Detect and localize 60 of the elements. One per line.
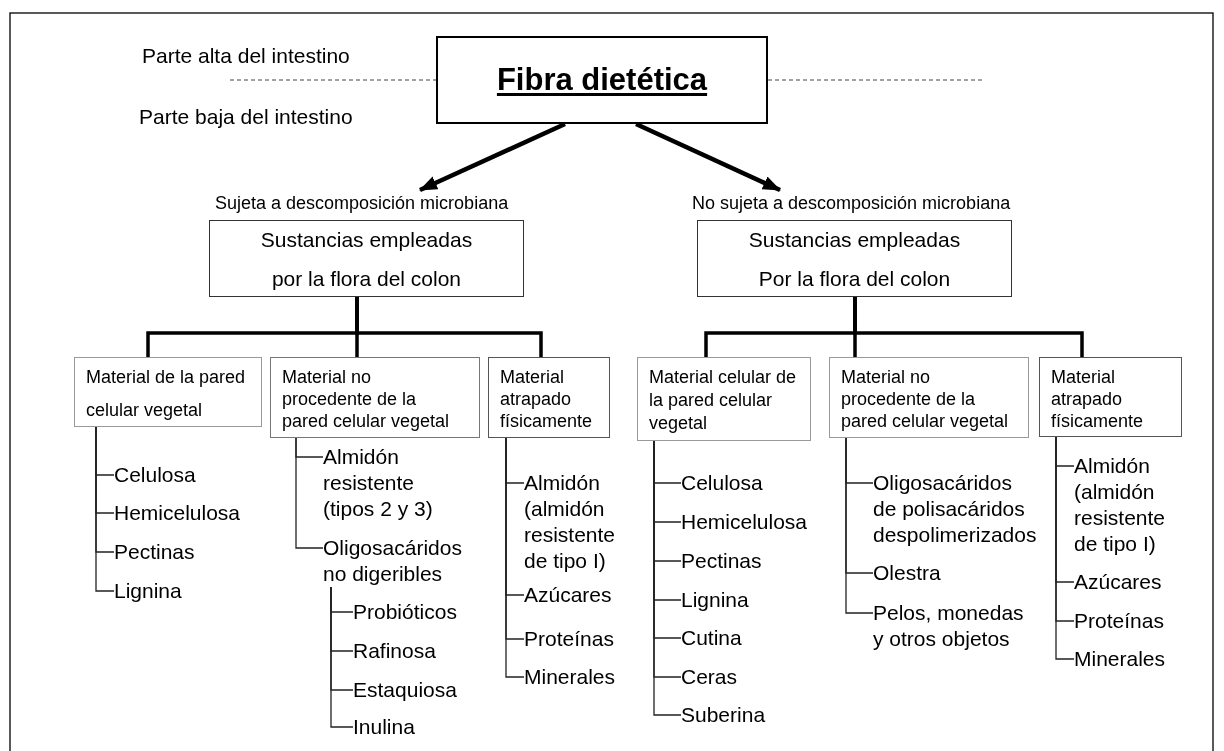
item-label: Probióticos: [353, 599, 457, 625]
item-label: Minerales: [524, 664, 616, 690]
box-text: Material celular de la pared celular vegetal: [649, 366, 798, 435]
branch-line: [505, 437, 525, 678]
item-label: Oligosacáridos de polisacáridos despolimerizados: [873, 470, 1038, 548]
branch-line: [845, 437, 874, 614]
item-label: Azúcares: [1074, 569, 1162, 595]
category-box: [270, 357, 480, 438]
item-label: Proteínas: [1074, 608, 1164, 634]
title-text: Fibra dietética: [496, 62, 708, 98]
item-label: Inulina: [353, 714, 415, 740]
category-box: [488, 357, 610, 438]
category-box: [637, 357, 811, 441]
branch-line: [1055, 436, 1075, 660]
branch-label: Sujeta a descomposición microbiana: [215, 192, 509, 214]
box-text: Sustancias empleadas por la flora del colon: [259, 226, 474, 292]
category-box: [209, 220, 524, 297]
title-box: [436, 36, 768, 124]
item-label: Olestra: [873, 560, 941, 586]
category-box: [829, 357, 1029, 438]
branch-line: [95, 426, 115, 592]
box-text: Material de la pared celular vegetal: [86, 366, 247, 422]
item-label: Rafinosa: [353, 638, 436, 664]
item-label: Hemicelulosa: [114, 500, 241, 526]
item-label: Pectinas: [114, 539, 195, 565]
item-label: Celulosa: [681, 470, 763, 496]
arrow: [635, 121, 781, 193]
category-box: [74, 357, 262, 427]
item-label: Proteínas: [524, 626, 614, 652]
item-label: Minerales: [1074, 646, 1166, 672]
item-label: Ceras: [681, 664, 738, 690]
item-label: Hemicelulosa: [681, 509, 808, 535]
item-label: Pectinas: [681, 548, 762, 574]
section-label: Parte baja del intestino: [139, 104, 353, 130]
box-text: Material atrapado físicamente: [1051, 366, 1145, 432]
item-label: Pelos, monedas y otros objetos: [873, 600, 1033, 652]
item-label: Almidón (almidón resistente de tipo I): [524, 470, 619, 574]
item-label: Almidón (almidón resistente de tipo I): [1074, 453, 1169, 557]
tree-connector: [355, 297, 543, 357]
item-label: Almidón resistente (tipos 2 y 3): [323, 444, 438, 522]
arrow: [419, 121, 566, 193]
section-label: Parte alta del intestino: [142, 43, 350, 69]
branch-line: [295, 437, 324, 549]
item-label: Cutina: [681, 625, 742, 651]
branch-label: No sujeta a descomposición microbiana: [692, 192, 1011, 214]
category-box: [1039, 357, 1182, 437]
item-label: Azúcares: [524, 582, 612, 608]
item-label: Oligosacáridos no digeribles: [323, 535, 468, 587]
tree-connector: [853, 297, 1084, 357]
box-text: Material atrapado físicamente: [500, 366, 594, 432]
item-label: Lignina: [114, 578, 182, 604]
item-label: Lignina: [681, 587, 749, 613]
category-box: [697, 220, 1012, 297]
box-text: Material no procedente de la pared celular vegetal: [282, 366, 451, 432]
item-label: Estaquiosa: [353, 677, 457, 703]
box-text: Material no procedente de la pared celular vegetal: [841, 366, 1010, 432]
branch-line: [330, 586, 354, 728]
item-label: Celulosa: [114, 462, 196, 488]
item-label: Suberina: [681, 702, 766, 728]
box-text: Sustancias empleadas Por la flora del colon: [747, 226, 962, 292]
